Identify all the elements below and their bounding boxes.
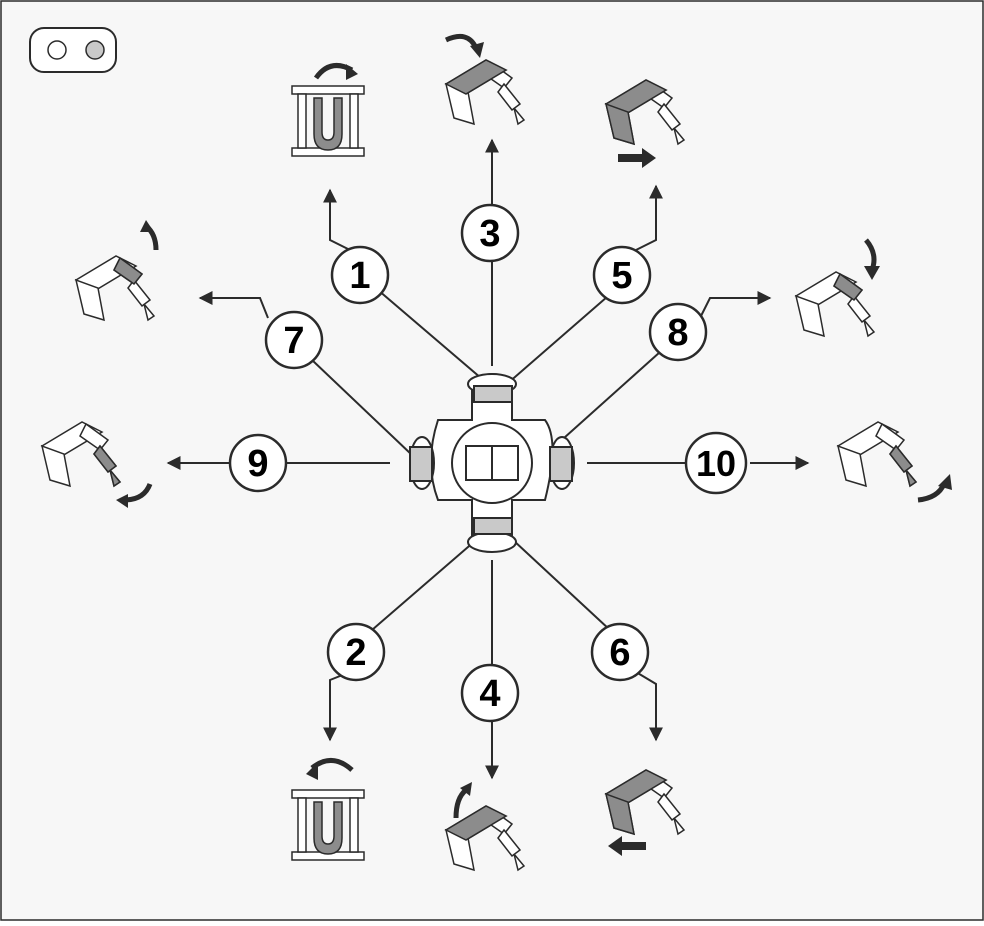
callout-6: 6 — [590, 622, 650, 682]
callout-7-label: 7 — [283, 320, 304, 362]
button-bottom[interactable] — [473, 517, 513, 535]
pictogram-5-slide-right — [604, 79, 685, 168]
callout-1: 1 — [330, 245, 390, 305]
switch-indicator — [29, 27, 117, 73]
callout-4: 4 — [460, 663, 520, 723]
leader-lines — [284, 260, 686, 665]
callout-7: 7 — [264, 310, 324, 370]
callout-10: 10 — [684, 431, 748, 495]
callout-9-label: 9 — [247, 443, 268, 485]
callout-3: 3 — [460, 203, 520, 263]
button-top[interactable] — [473, 385, 513, 403]
pictogram-7-dipper-out — [75, 220, 159, 321]
pictogram-3-boom-lower — [444, 33, 525, 125]
pictogram-10-bucket-dump — [837, 421, 952, 503]
pictogram-8-dipper-in — [795, 238, 880, 337]
callout-5-label: 5 — [611, 255, 632, 297]
pictogram-4-boom-raise — [444, 782, 525, 871]
callout-1-label: 1 — [349, 255, 370, 297]
pictogram-6-slide-left — [604, 769, 685, 856]
callout-2-label: 2 — [345, 632, 366, 674]
callout-8-label: 8 — [667, 312, 688, 354]
button-right[interactable] — [549, 446, 573, 482]
callout-6-label: 6 — [609, 632, 630, 674]
callout-3-label: 3 — [479, 213, 500, 255]
pictogram-2-rotate-ccw — [291, 758, 365, 861]
callout-4-label: 4 — [479, 673, 500, 715]
callout-5: 5 — [592, 245, 652, 305]
indicator-light-off — [47, 40, 67, 60]
callout-9: 9 — [228, 433, 288, 493]
callout-8: 8 — [648, 302, 708, 362]
indicator-light-on — [85, 40, 105, 60]
callout-2: 2 — [326, 622, 386, 682]
callout-10-label: 10 — [696, 443, 736, 484]
pictogram-9-bucket-crowd — [41, 421, 153, 508]
pictogram-1-rotate-cw — [291, 63, 365, 157]
joystick-cluster — [409, 373, 575, 553]
button-left[interactable] — [409, 446, 433, 482]
